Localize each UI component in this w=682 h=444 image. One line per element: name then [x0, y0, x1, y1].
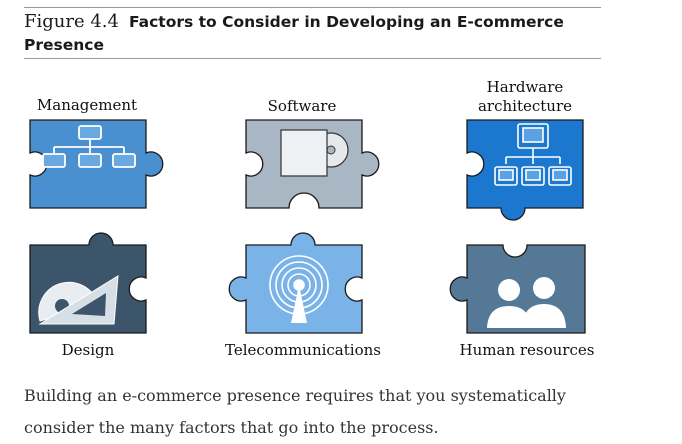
label-human-resources: Human resources — [460, 341, 595, 359]
label-telecommunications: Telecommunications — [225, 341, 381, 359]
puzzle-piece-design — [29, 232, 147, 334]
puzzle-piece-human-resources — [449, 244, 586, 334]
heading-rule — [24, 58, 601, 59]
piece-shape-hardware — [466, 119, 584, 221]
software-box-icon — [280, 129, 349, 177]
puzzle-diagram: Management Software Hardware architectur… — [29, 78, 595, 359]
puzzle-piece-management — [29, 119, 164, 209]
label-hardware-line2: architecture — [478, 97, 572, 115]
puzzle-piece-software — [245, 119, 380, 209]
puzzle-piece-telecommunications — [228, 232, 363, 334]
broadcast-antenna-icon — [269, 255, 329, 323]
org-chart-icon — [42, 125, 136, 168]
figure-caption: Building an e-commerce presence requires… — [24, 380, 604, 444]
network-computers-icon — [494, 123, 572, 186]
caption-line-1: Building an e-commerce presence requires… — [24, 386, 566, 405]
label-design: Design — [62, 341, 115, 359]
figure-number: Figure 4.4 — [24, 11, 119, 32]
label-management: Management — [37, 96, 137, 114]
label-software: Software — [268, 97, 337, 115]
protractor-triangle-icon — [38, 275, 119, 325]
label-hardware-line1: Hardware — [487, 78, 564, 96]
top-rule — [24, 7, 601, 8]
puzzle-piece-hardware — [466, 119, 584, 221]
people-silhouettes-icon — [487, 277, 566, 328]
figure-title: Factors to Consider in Developing an E-c… — [24, 13, 564, 54]
caption-line-2: consider the many factors that go into t… — [24, 418, 439, 437]
